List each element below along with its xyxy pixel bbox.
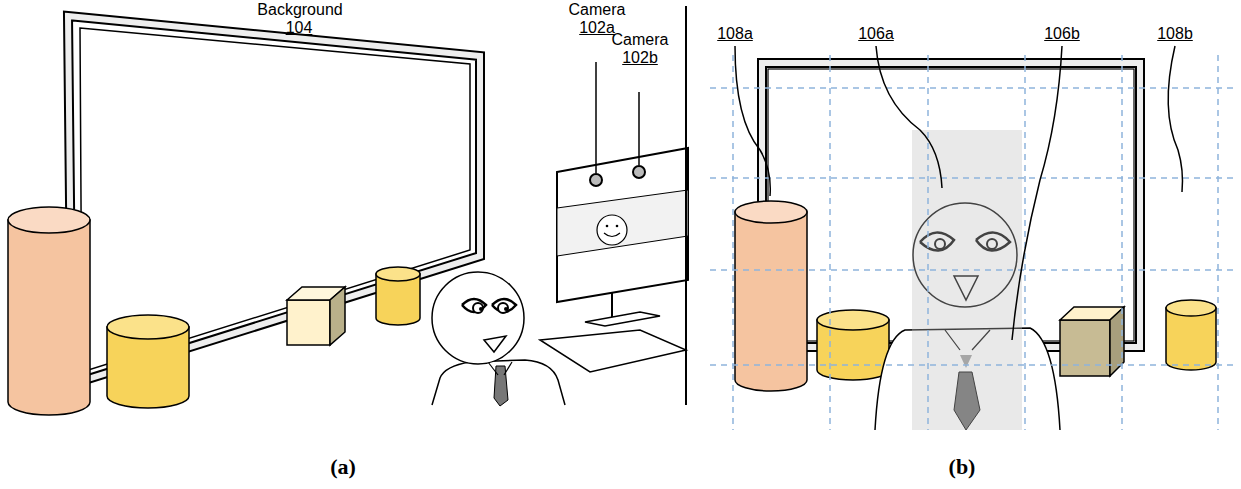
panel-label: (a): [330, 455, 356, 479]
cube: [287, 287, 345, 345]
monitor: [557, 148, 688, 326]
callout-number: 102a: [579, 19, 615, 37]
label-text: Camera: [569, 1, 626, 19]
divider: [685, 6, 687, 405]
tall-cylinder: [735, 201, 807, 391]
tall-cylinder: [8, 207, 90, 415]
callout-number: 106b: [1044, 25, 1080, 43]
callout-number: 104: [286, 19, 313, 37]
callout-number: 106a: [858, 25, 894, 43]
callout-number: 102b: [622, 49, 658, 67]
callout-number: 108b: [1157, 25, 1193, 43]
label-text: Camera: [612, 31, 669, 49]
label-text: Background: [257, 1, 342, 19]
leader-line: [300, 30, 1183, 340]
background-board: [68, 16, 480, 384]
panel-label: (b): [949, 455, 976, 479]
person: [432, 272, 565, 406]
callout-number: 108a: [717, 25, 753, 43]
camera-symbol: [590, 62, 645, 186]
small-cylinder: [1166, 300, 1216, 370]
yellow-cylinder: [107, 315, 189, 408]
keyboard: [540, 330, 686, 372]
yellow-cylinder: [817, 310, 889, 380]
grid-lines: [710, 55, 1236, 430]
small-cylinder: [376, 267, 420, 325]
cube: [1060, 307, 1124, 376]
